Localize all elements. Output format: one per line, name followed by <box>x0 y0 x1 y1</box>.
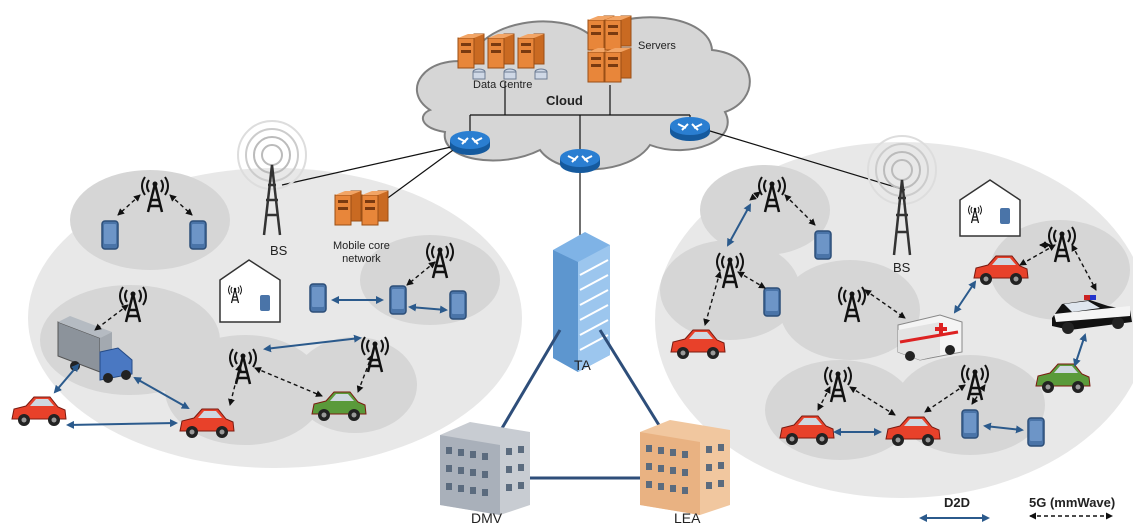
server-icon <box>604 47 632 83</box>
legend-d2d-label: D2D <box>944 495 971 510</box>
bs-right-icon <box>867 135 937 256</box>
phone-icon <box>763 287 781 317</box>
home-femtocell-right-icon <box>959 179 1021 237</box>
router-icon <box>559 148 601 174</box>
servers-label: Servers <box>638 40 676 52</box>
home-femtocell-left-icon <box>219 259 281 323</box>
server-icon <box>517 33 545 69</box>
phone-icon <box>101 220 119 250</box>
phone-icon <box>389 285 407 315</box>
router-icon <box>449 130 491 156</box>
phone-icon <box>961 409 979 439</box>
bs-right-label: BS <box>893 260 911 275</box>
bs-left-icon <box>237 120 307 236</box>
phone-icon <box>814 230 832 260</box>
mobile-core-server-icon <box>334 190 362 226</box>
ta-links <box>496 329 664 480</box>
mobile-core-label: Mobile core network <box>333 240 390 265</box>
bs-left-label: BS <box>270 243 288 258</box>
phone-icon <box>189 220 207 250</box>
phone-icon <box>449 290 467 320</box>
mobile-core-server-icon <box>361 190 389 226</box>
legend <box>919 512 1113 522</box>
server-icon <box>604 15 632 51</box>
server-icon <box>487 33 515 69</box>
truck-icon <box>57 316 133 383</box>
legend-mmwave-label: 5G (mmWave) <box>1029 495 1116 510</box>
d2d-links <box>53 203 1087 436</box>
police-car-icon <box>1052 295 1132 334</box>
lea-label: LEA <box>674 510 701 526</box>
server-icon <box>457 33 485 69</box>
ambulance-icon <box>897 314 963 361</box>
data-centre-label: Data Centre <box>473 79 533 91</box>
dmv-label: DMV <box>471 510 503 526</box>
phone-icon <box>1027 417 1045 447</box>
lea-building-icon <box>640 420 730 515</box>
cloud-label: Cloud <box>546 93 583 108</box>
ta-label: TA <box>574 357 591 373</box>
phone-icon <box>309 283 327 313</box>
router-icon <box>669 116 711 142</box>
ta-building-icon <box>553 232 610 372</box>
mmwave-links <box>94 191 1097 416</box>
car-red-icon <box>11 396 67 427</box>
dmv-building-icon <box>440 422 530 515</box>
